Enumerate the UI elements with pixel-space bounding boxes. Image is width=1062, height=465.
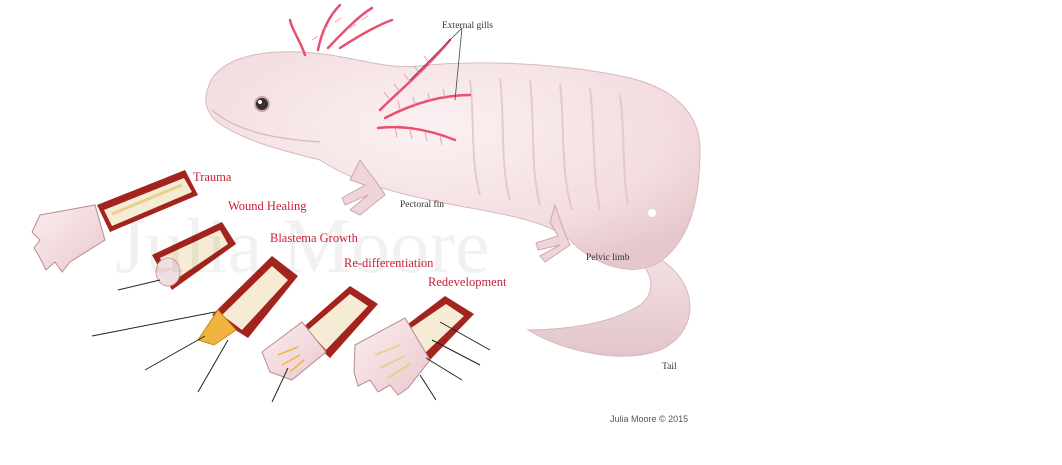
stage-re-differentiation-diagram: [261, 286, 378, 381]
external-gills: [288, 3, 472, 142]
axolotl-body: [205, 51, 701, 270]
axolotl-tail: [526, 249, 691, 357]
watermark: Julia Moore: [115, 202, 490, 289]
regeneration-stages: [31, 170, 491, 403]
label-external-gills: External gills: [442, 21, 493, 31]
credit-text: Julia Moore © 2015: [610, 414, 689, 424]
label-pectoral-fin: Pectoral fin: [400, 200, 445, 210]
pectoral-fin: [341, 159, 386, 216]
stage-label-redevelopment: Redevelopment: [428, 275, 507, 289]
axolotl: [205, 3, 701, 357]
stage-wound-healing-diagram: [152, 222, 236, 290]
label-pelvic-limb: Pelvic limb: [586, 253, 630, 263]
label-tail: Tail: [662, 362, 677, 372]
stage-redevelopment-diagram: [353, 296, 474, 396]
stage-trauma-diagram: [31, 170, 198, 273]
pelvic-limb: [535, 203, 571, 263]
stage-label-re-differentiation: Re-differentiation: [344, 256, 434, 270]
eye-icon: [254, 96, 270, 112]
stage-label-trauma: Trauma: [193, 170, 232, 184]
stage-label-wound-healing: Wound Healing: [228, 199, 307, 213]
stage-blastema-diagram: [197, 256, 298, 346]
stage-label-blastema-growth: Blastema Growth: [270, 231, 358, 245]
anatomy-leaders: [409, 27, 463, 101]
